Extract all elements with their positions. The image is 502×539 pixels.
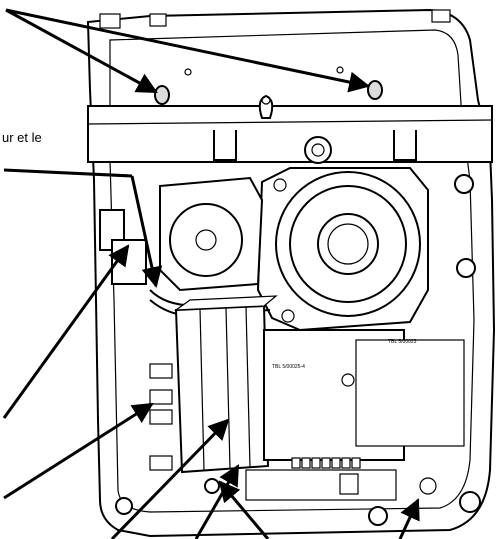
bracket-edge — [87, 119, 493, 125]
keyhole-top — [261, 95, 271, 105]
buzzer-center — [195, 229, 217, 251]
small-hole-left — [184, 68, 192, 76]
top-clip-mid — [149, 13, 167, 27]
battery-top-face — [173, 295, 278, 311]
speaker-housing — [256, 167, 429, 332]
bracket-screw-outer — [304, 136, 332, 164]
bottom-frame — [245, 469, 397, 501]
speaker-dome-outer — [317, 213, 379, 275]
speaker-screw-bottom — [281, 309, 295, 323]
top-clip-right — [431, 9, 451, 23]
mount-peg-left — [154, 85, 170, 105]
buzzer-bracket — [159, 176, 264, 292]
board-label-1: TBL 5/00023 — [388, 339, 417, 345]
upper-bracket — [87, 105, 493, 163]
board-label-2: TBL 5/00025-4 — [272, 364, 305, 370]
speaker-dome-inner — [327, 223, 369, 265]
small-hole-right — [336, 66, 344, 74]
mount-peg-right — [367, 80, 383, 100]
bracket-tab-left — [213, 130, 237, 161]
speaker-outer-ring — [275, 171, 421, 317]
speaker-screw-top — [273, 178, 287, 192]
top-clip-left — [99, 13, 121, 29]
battery-divider-3 — [245, 306, 251, 468]
bracket-screw-inner — [311, 143, 325, 157]
battery-pack-body — [174, 304, 270, 474]
board-standoff — [341, 373, 355, 387]
callout-text: ur et le — [2, 130, 42, 145]
callout-arrows — [2, 8, 420, 539]
bottom-screws — [115, 478, 388, 526]
buzzer-disc — [169, 203, 243, 277]
bottom-latch — [339, 473, 359, 495]
right-screws — [419, 174, 481, 513]
bracket-tab-right — [393, 130, 417, 161]
battery-divider-2 — [225, 307, 231, 469]
board-module — [355, 339, 465, 447]
connector-pins — [291, 457, 361, 469]
speaker-cone — [289, 185, 407, 303]
